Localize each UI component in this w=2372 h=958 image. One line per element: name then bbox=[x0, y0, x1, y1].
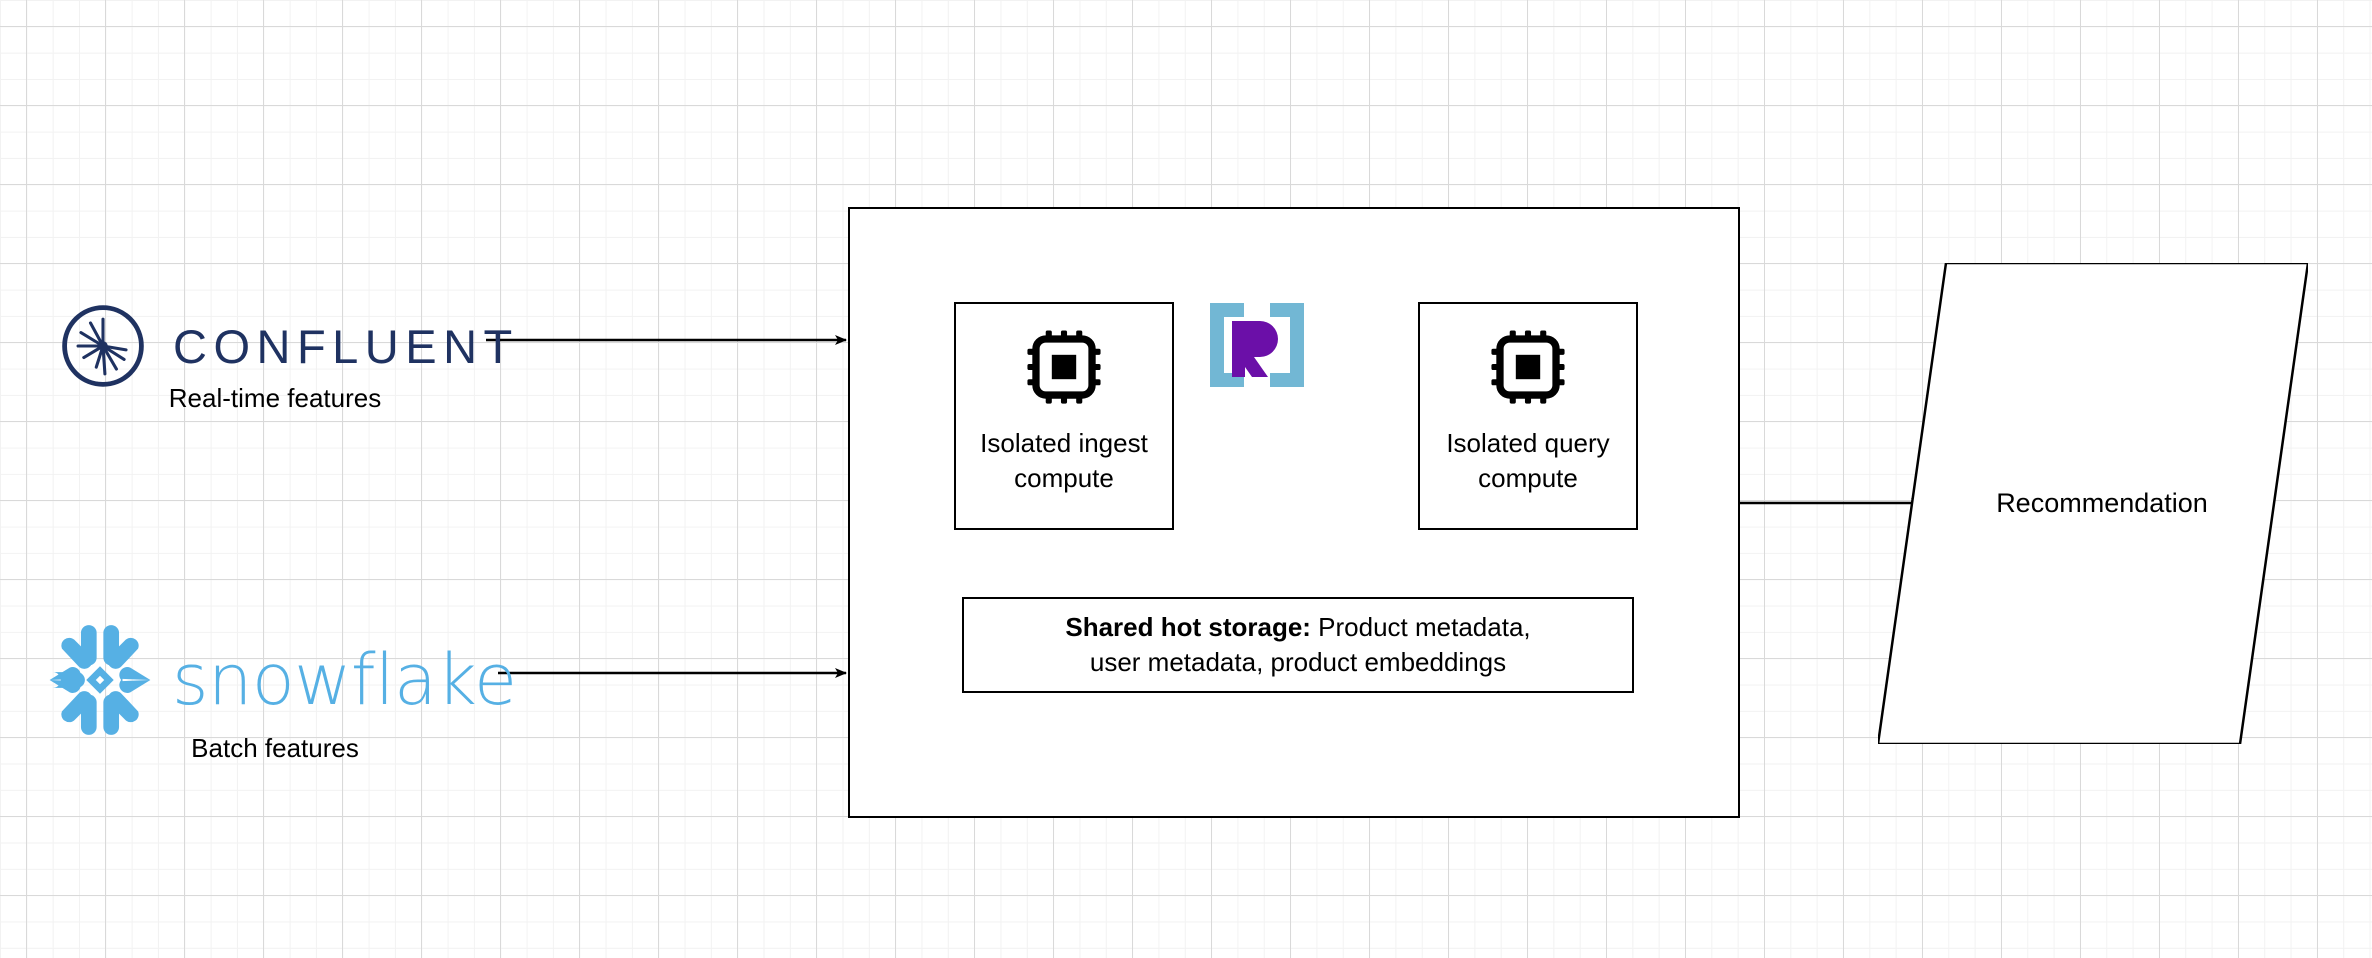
cpu-icon bbox=[1491, 330, 1565, 404]
confluent-source-logo: CONFLUENT bbox=[55, 296, 512, 396]
recommendation-output-node[interactable]: Recommendation bbox=[1878, 263, 2308, 744]
snowflake-caption: Batch features bbox=[191, 733, 359, 763]
storage-label-line2: user metadata, product embeddings bbox=[1089, 647, 1507, 677]
storage-label-bold: Shared hot storage: bbox=[1065, 611, 1311, 642]
shared-hot-storage-label: Shared hot storage: Product metadata, us… bbox=[1053, 610, 1542, 680]
query-label-line2: compute bbox=[1478, 462, 1578, 493]
confluent-caption: Real-time features bbox=[168, 383, 382, 413]
query-label-line1: Isolated query bbox=[1446, 428, 1610, 458]
ingest-compute-label: Isolated ingest compute bbox=[969, 426, 1159, 495]
confluent-logo-icon bbox=[62, 305, 144, 387]
parallelogram-shape bbox=[1878, 263, 2308, 744]
snowflake-source-logo: snowflake bbox=[44, 620, 517, 740]
storage-label-rest: Product metadata, bbox=[1310, 611, 1531, 642]
query-compute-label: Isolated query compute bbox=[1433, 426, 1623, 495]
snowflake-logo-icon bbox=[49, 625, 151, 735]
shared-hot-storage-box[interactable]: Shared hot storage: Product metadata, us… bbox=[962, 597, 1634, 693]
snowflake-wordmark: snowflake bbox=[172, 639, 517, 721]
ingest-label-line1: Isolated ingest bbox=[980, 428, 1148, 458]
ingest-label-line2: compute bbox=[1014, 462, 1114, 493]
rockset-logo-icon bbox=[1210, 303, 1304, 387]
rockset-platform-container: Isolated ingest compute bbox=[848, 207, 1740, 818]
isolated-ingest-compute-box[interactable]: Isolated ingest compute bbox=[954, 302, 1174, 530]
recommendation-label: Recommendation bbox=[1996, 488, 2208, 518]
isolated-query-compute-box[interactable]: Isolated query compute bbox=[1418, 302, 1638, 530]
confluent-wordmark: CONFLUENT bbox=[173, 319, 519, 373]
cpu-icon bbox=[1027, 330, 1101, 404]
